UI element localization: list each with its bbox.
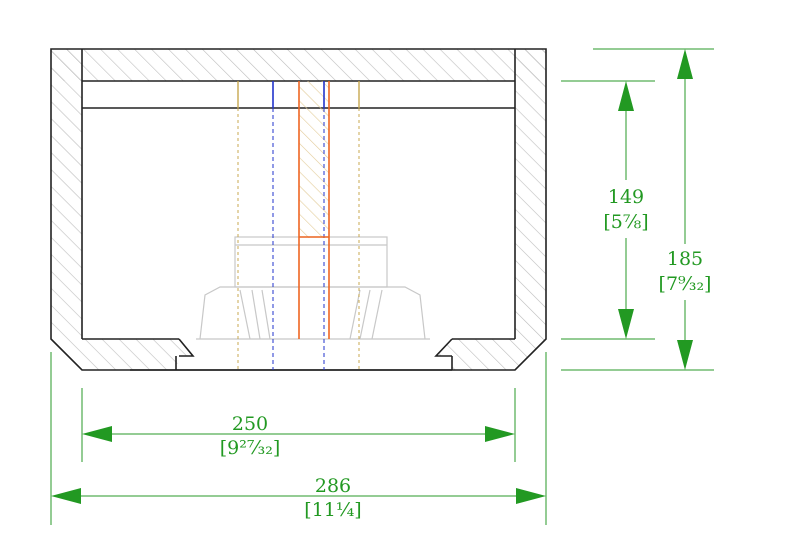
dim-outer-height: 185 [7⁹⁄₃₂] xyxy=(561,48,714,371)
dim-outer-width-imperial: [11¼] xyxy=(304,499,361,521)
enclosure-outline xyxy=(50,48,547,371)
dim-outer-height-value: 185 xyxy=(667,248,703,270)
dim-inner-height-value: 149 xyxy=(608,186,644,208)
dim-inner-height-imperial: [5⅞] xyxy=(603,211,648,233)
dim-inner-height: 149 [5⅞] xyxy=(561,80,655,340)
bottom-right-wall xyxy=(436,339,546,370)
guide-lines xyxy=(237,81,360,370)
top-wall xyxy=(51,49,546,81)
right-wall xyxy=(515,49,546,339)
speaker-driver xyxy=(196,236,430,340)
dim-outer-width: 286 [11¼] xyxy=(50,352,547,525)
bottom-left-wall xyxy=(51,339,193,370)
dim-inner-width: 250 [9²⁷⁄₃₂] xyxy=(81,388,516,462)
left-wall xyxy=(51,49,82,339)
dim-inner-width-imperial: [9²⁷⁄₃₂] xyxy=(220,437,281,459)
dim-inner-width-value: 250 xyxy=(232,413,268,435)
dim-outer-width-value: 286 xyxy=(315,475,351,497)
enclosure xyxy=(50,48,547,371)
dim-outer-height-imperial: [7⁹⁄₃₂] xyxy=(659,273,712,295)
